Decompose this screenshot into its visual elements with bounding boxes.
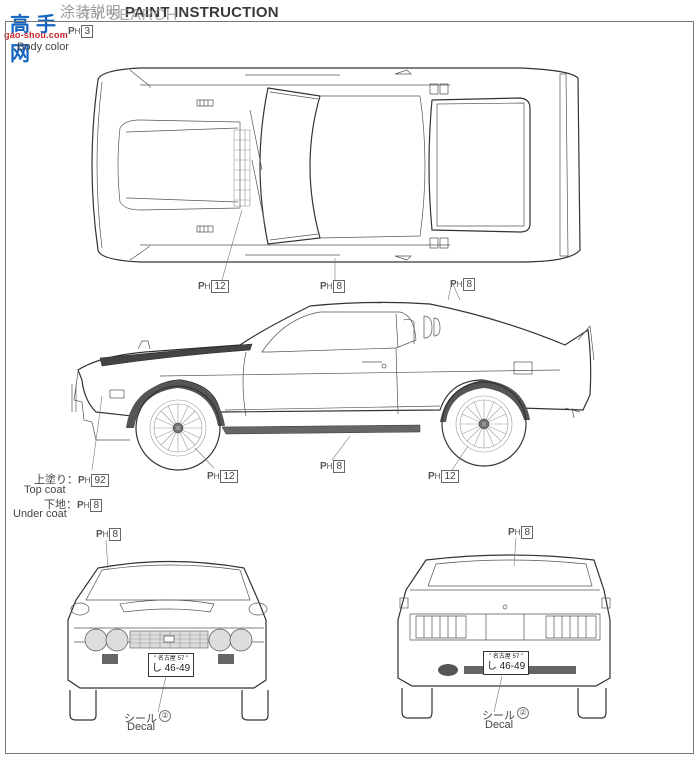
front-wheel-spokes	[154, 404, 202, 452]
rear-wheel-spokes	[460, 400, 508, 448]
side-view-drawing	[71, 281, 595, 471]
body-color-label: Body color	[17, 41, 69, 53]
watermark-overlay-text: TY SEARCH	[82, 7, 178, 24]
page-title-jp: 涂装説明	[60, 4, 121, 21]
diagram-frame	[5, 21, 694, 754]
logo-text: 高手网	[10, 14, 62, 65]
tail-lights	[415, 615, 597, 639]
page-title-en: PAINT INSTRUCTION	[124, 4, 279, 21]
logo-url: gao-shou.com	[4, 30, 68, 40]
top-view-drawing	[91, 67, 581, 281]
front-view-drawing	[67, 539, 269, 721]
rear-view-drawing	[397, 537, 611, 719]
front-decal-label: Decal	[127, 721, 156, 733]
under-coat-label: Under coat	[13, 508, 67, 520]
rear-decal-label: Decal	[485, 719, 514, 731]
site-logo: 高手网 gao-shou.com	[4, 8, 82, 65]
top-coat-label: Top coat	[24, 484, 66, 496]
rear-license-plate: " 名古屋 57 " し 46-49	[483, 651, 529, 675]
front-license-plate: " 名古屋 57 " し 46-49	[148, 653, 194, 677]
